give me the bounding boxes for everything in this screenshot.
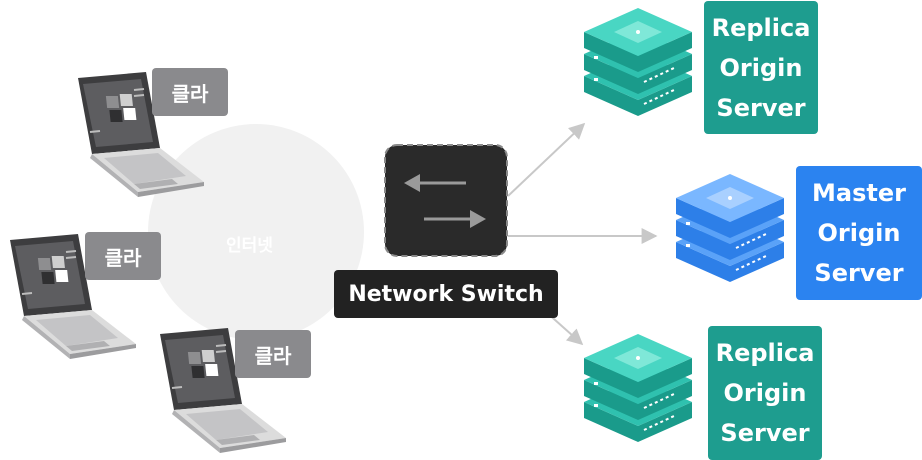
- replica-server-label-top: Replica Origin Server: [704, 1, 818, 134]
- internet-cloud: [148, 124, 364, 340]
- network-switch-icon: [384, 144, 508, 257]
- master-server-label: Master Origin Server: [796, 166, 922, 300]
- client-label-3: 클라: [235, 330, 311, 378]
- client-label-2: 클라: [85, 232, 161, 280]
- arrow-to-replica-top: [507, 122, 586, 197]
- replica-server-icon-bottom: [583, 333, 693, 443]
- replica-server-label-bottom: Replica Origin Server: [708, 326, 822, 460]
- internet-label: 인터넷: [226, 236, 273, 256]
- client-label-1: 클라: [152, 68, 228, 116]
- replica-server-icon-top: [583, 7, 693, 117]
- master-server-icon: [675, 173, 785, 283]
- network-switch-label: Network Switch: [334, 270, 558, 318]
